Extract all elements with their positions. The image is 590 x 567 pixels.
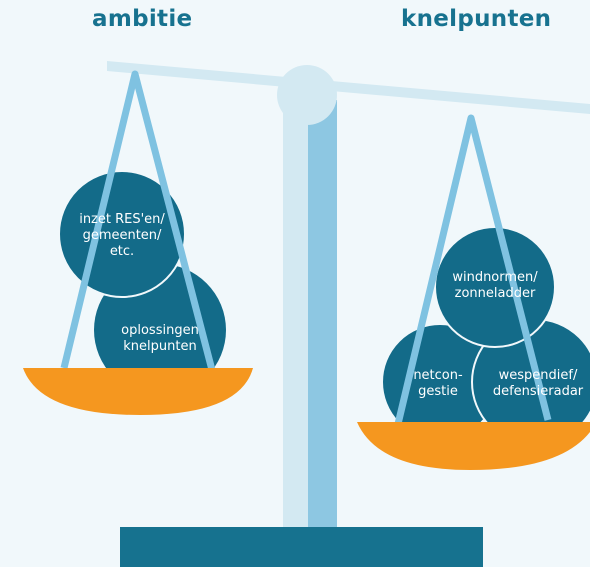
label-oplossingen: oplossingen knelpunten (121, 323, 199, 354)
right-pan (357, 422, 590, 470)
base (120, 527, 483, 567)
beam (107, 61, 590, 114)
label-wespendief: wespendief/ defensieradar (492, 368, 584, 399)
label-windnormen: windnormen/ zonneladder (452, 270, 538, 301)
heading-knelpunten: knelpunten (401, 6, 552, 32)
left-pan (23, 368, 253, 415)
heading-ambitie: ambitie (92, 6, 193, 32)
label-inzet-res: inzet RES'en/ gemeenten/ etc. (79, 212, 165, 259)
pivot (277, 65, 337, 125)
label-netcongestie: netcon- gestie (413, 368, 463, 399)
left-rope (60, 70, 216, 371)
right-rope (394, 114, 552, 425)
pillar-shadow (308, 100, 337, 530)
